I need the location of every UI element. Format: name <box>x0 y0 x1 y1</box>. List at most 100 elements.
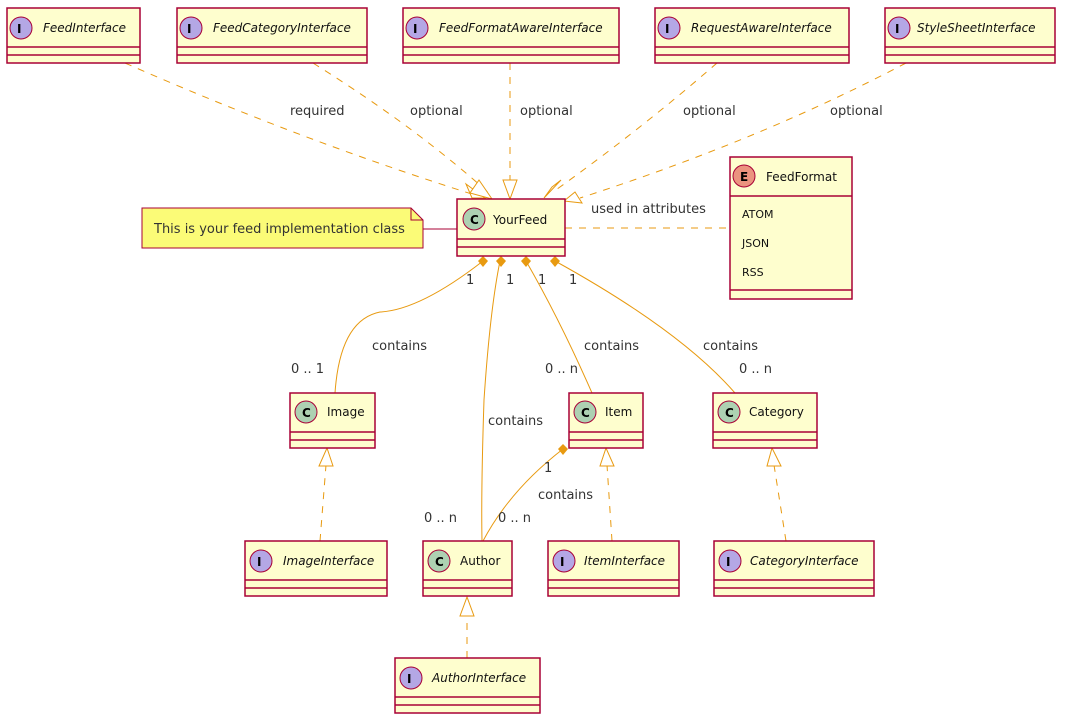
edge-categoryinterface-realization <box>773 464 787 542</box>
edge-imageinterface-realization <box>319 464 327 542</box>
enum-badge: E <box>740 170 748 184</box>
label-used-in-attributes: used in attributes <box>591 202 706 217</box>
class-badge: C <box>302 406 311 420</box>
realization-arrow-requestawareinterface <box>543 179 562 199</box>
class-name: Image <box>327 405 365 419</box>
enum-icon <box>732 164 756 188</box>
enum-feedformat[interactable]: E FeedFormat ATOM JSON RSS <box>729 156 853 300</box>
composition-diamond-item-author <box>558 444 568 455</box>
mult-yourfeed-item: 1 <box>538 273 546 288</box>
interface-iteminterface[interactable]: I ItemInterface <box>547 540 680 597</box>
interface-name: FeedInterface <box>43 21 126 35</box>
interface-authorinterface[interactable]: I AuthorInterface <box>394 657 541 714</box>
class-icon <box>573 400 597 424</box>
interface-badge: I <box>257 555 261 569</box>
class-icon <box>294 400 318 424</box>
edge-item-author <box>482 448 564 542</box>
realization-arrow-iteminterface <box>599 446 615 467</box>
enum-value-rss: RSS <box>742 266 764 279</box>
interface-imageinterface[interactable]: I ImageInterface <box>244 540 388 597</box>
enum-name: FeedFormat <box>766 170 837 184</box>
realization-arrow-stylesheetinterface <box>562 191 583 204</box>
mult-item-author-one: 1 <box>544 461 552 476</box>
class-yourfeed[interactable]: C YourFeed <box>456 198 566 257</box>
interface-stylesheetinterface[interactable]: I StyleSheetInterface <box>884 7 1056 64</box>
class-badge: C <box>435 555 444 569</box>
interface-requestawareinterface[interactable]: I RequestAwareInterface <box>654 7 850 64</box>
enum-value-atom: ATOM <box>742 208 774 221</box>
interface-name: ImageInterface <box>283 554 374 568</box>
edge-labels: required optional optional optional opti… <box>290 104 883 526</box>
interface-feedcategoryinterface[interactable]: I FeedCategoryInterface <box>176 7 368 64</box>
interface-name: ItemInterface <box>584 554 665 568</box>
mult-yourfeed-category: 1 <box>569 273 577 288</box>
class-badge: C <box>725 406 734 420</box>
mult-item: 0 .. n <box>545 362 578 377</box>
label-contains-image: contains <box>372 339 427 354</box>
interface-badge: I <box>726 555 730 569</box>
interface-name: StyleSheetInterface <box>917 21 1036 35</box>
edge-yourfeed-category <box>554 260 736 394</box>
interface-icon <box>657 16 681 40</box>
interface-name: AuthorInterface <box>431 671 526 685</box>
note-yourfeed: This is your feed implementation class <box>141 207 424 249</box>
label-optional-2: optional <box>520 104 573 119</box>
interface-badge: I <box>665 22 669 36</box>
class-badge: C <box>581 406 590 420</box>
interface-icon <box>887 16 911 40</box>
interface-name: FeedCategoryInterface <box>213 21 351 35</box>
enum-value-json: JSON <box>741 237 769 250</box>
interface-badge: I <box>187 22 191 36</box>
interface-icon <box>9 16 33 40</box>
interface-icon <box>249 549 273 573</box>
interface-categoryinterface[interactable]: I CategoryInterface <box>713 540 875 597</box>
interface-badge: I <box>413 22 417 36</box>
interface-name: RequestAwareInterface <box>691 21 832 35</box>
label-optional-3: optional <box>683 104 736 119</box>
mult-yourfeed-image: 1 <box>466 273 474 288</box>
edge-yourfeed-author <box>481 260 501 542</box>
class-item[interactable]: C Item <box>568 392 644 449</box>
class-image[interactable]: C Image <box>289 392 376 449</box>
realization-arrow-feedformatawareinterface <box>502 179 518 201</box>
edge-iteminterface-realization <box>606 464 613 542</box>
label-contains-author: contains <box>488 414 543 429</box>
composition-diamond-author <box>496 256 506 267</box>
composition-diamond-item <box>521 256 531 267</box>
label-contains-item-author: contains <box>538 488 593 503</box>
edge-yourfeed-item <box>525 260 593 394</box>
class-name: Item <box>605 405 632 419</box>
class-badge: C <box>470 213 479 227</box>
interface-badge: I <box>560 555 564 569</box>
composition-diamond-category <box>550 256 560 267</box>
class-author[interactable]: C Author <box>422 540 513 597</box>
edge-requestawareinterface-realization <box>552 62 718 193</box>
interface-name: CategoryInterface <box>750 554 859 568</box>
class-category[interactable]: C Category <box>712 392 818 449</box>
class-name: Author <box>460 554 500 568</box>
realization-arrow-authorinterface <box>459 595 475 617</box>
label-required: required <box>290 104 344 119</box>
label-optional-1: optional <box>410 104 463 119</box>
class-icon <box>427 549 451 573</box>
edge-stylesheetinterface-realization <box>579 62 907 199</box>
interface-feedinterface[interactable]: I FeedInterface <box>6 7 141 64</box>
composition-diamond-image <box>478 256 488 267</box>
interface-icon <box>718 549 742 573</box>
edge-feedinterface-realization <box>124 62 479 197</box>
mult-image: 0 .. 1 <box>291 362 324 377</box>
interface-badge: I <box>895 22 899 36</box>
interface-icon <box>179 16 203 40</box>
note-text: This is your feed implementation class <box>153 222 405 237</box>
realization-arrow-categoryinterface <box>766 446 782 467</box>
realization-arrow-feedcategoryinterface <box>469 179 494 200</box>
interface-feedformatawareinterface[interactable]: I FeedFormatAwareInterface <box>402 7 620 64</box>
class-name: YourFeed <box>492 213 547 227</box>
class-icon <box>462 207 486 231</box>
interface-icon <box>552 549 576 573</box>
label-contains-category: contains <box>703 339 758 354</box>
class-name: Category <box>749 405 804 419</box>
mult-author-from-yourfeed: 0 .. n <box>424 511 457 526</box>
mult-category: 0 .. n <box>739 362 772 377</box>
